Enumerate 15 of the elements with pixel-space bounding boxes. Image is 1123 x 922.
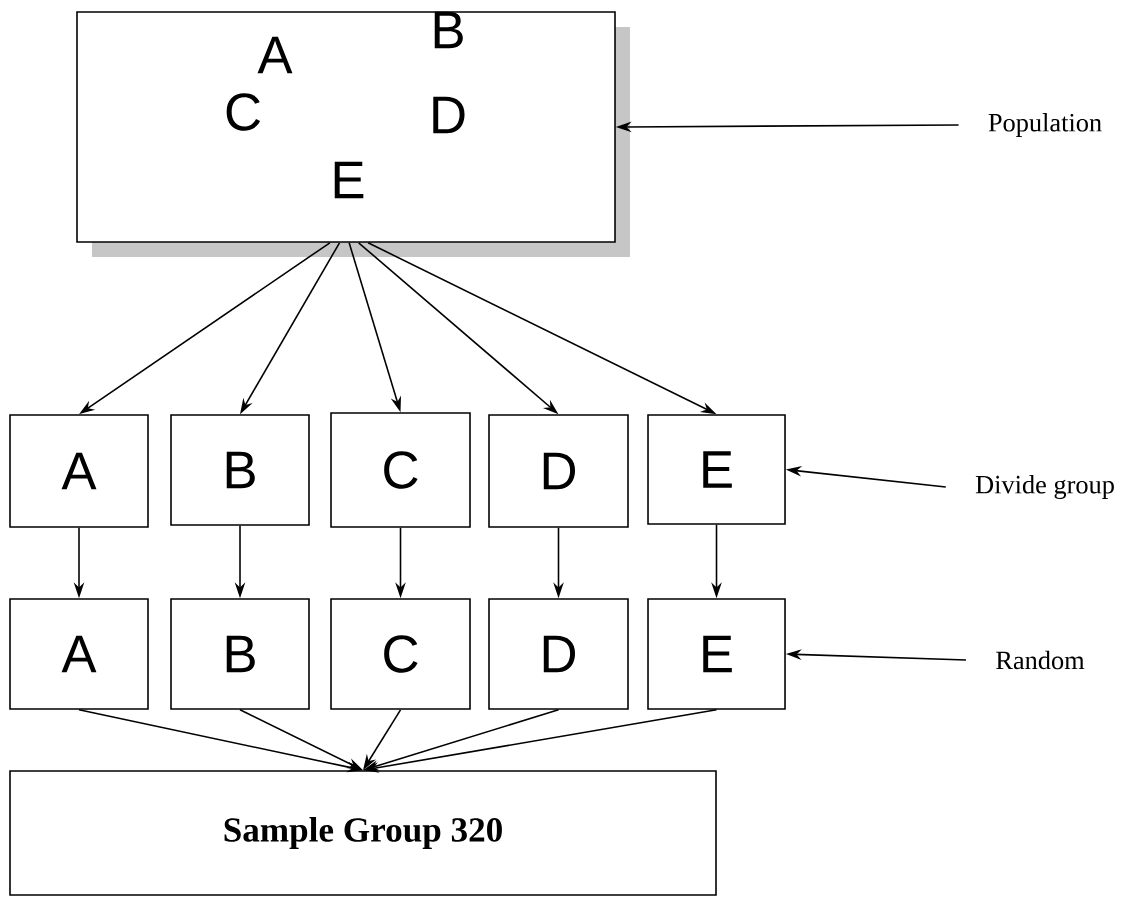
stage-label: Random	[996, 650, 1085, 670]
group-box: E	[647, 414, 786, 525]
stage-label: Divide group	[975, 475, 1114, 499]
group-box: D	[488, 414, 629, 528]
group-box: A	[9, 414, 149, 528]
group-box: E	[647, 598, 786, 710]
population-box: A B C D E	[76, 11, 630, 257]
group-box: A	[9, 598, 149, 710]
group-box: B	[170, 414, 310, 526]
group-box: B	[170, 598, 310, 710]
stage-label: Population	[988, 113, 1102, 137]
group-box: C	[330, 598, 471, 710]
group-box: C	[330, 412, 471, 528]
sample-box: Sample Group 320	[9, 770, 717, 896]
group-box: D	[488, 598, 629, 710]
